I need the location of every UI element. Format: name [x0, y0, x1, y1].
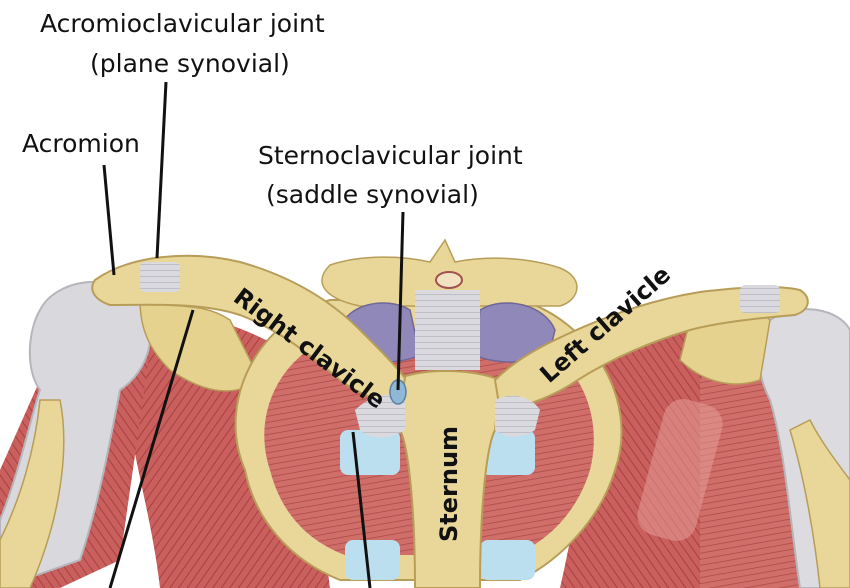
acromioclavicular-joint-label: Acromioclavicular joint [40, 8, 325, 40]
vertebral-foramen [436, 272, 462, 288]
acromioclavicular-joint-type-label: (plane synovial) [90, 48, 290, 80]
costal-cartilage-left-lower [345, 540, 400, 580]
acromion-label: Acromion [22, 128, 140, 160]
sternoclavicular-joint-type-label: (saddle synovial) [266, 179, 479, 211]
acromioclavicular-leader-line [157, 82, 166, 258]
sternoclavicular-joint-label: Sternoclavicular joint [258, 140, 523, 172]
costal-cartilage-left [340, 430, 400, 475]
acromioclavicular-ligament [140, 262, 180, 292]
acromion-leader-line [104, 165, 114, 275]
left-acromioclavicular-ligament [740, 285, 780, 313]
costal-cartilage-right-lower [480, 540, 535, 580]
sternum-label: Sternum [435, 426, 463, 542]
central-ligament [415, 290, 480, 370]
